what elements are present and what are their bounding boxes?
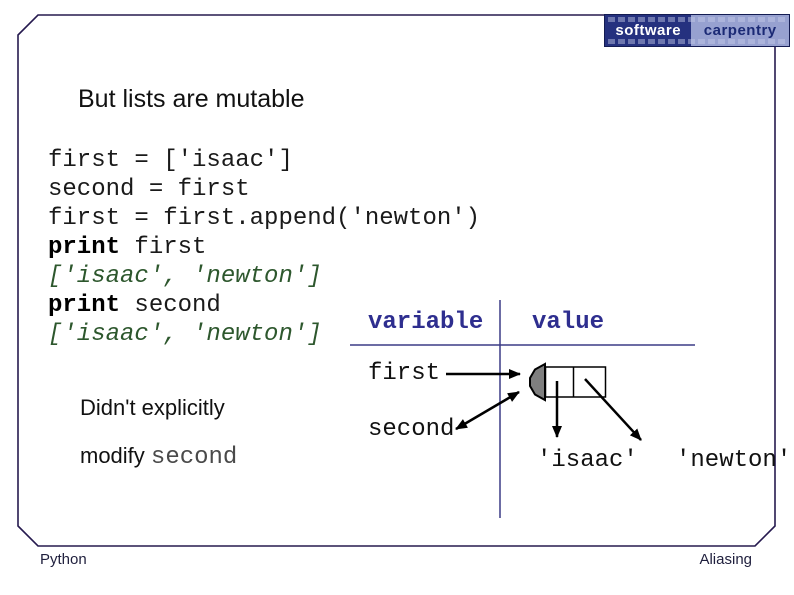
arrow-cell1-to-newton bbox=[584, 378, 642, 441]
code-output-line: ['isaac', 'newton'] bbox=[48, 321, 322, 348]
code-line: print second bbox=[48, 291, 480, 320]
print-argument: second bbox=[120, 292, 221, 319]
arrow-second-to-list bbox=[455, 390, 520, 431]
footer-topic: Python bbox=[40, 551, 87, 568]
note-line-2-code: second bbox=[150, 444, 238, 471]
logo-microtext-bottom bbox=[608, 39, 786, 44]
code-line: second = first bbox=[48, 176, 250, 203]
code-block: first = ['isaac'] second = first first =… bbox=[48, 146, 480, 349]
list-head-pentagon bbox=[529, 362, 546, 402]
footer-section: Aliasing bbox=[699, 551, 752, 568]
print-argument: first bbox=[120, 234, 207, 261]
table-header-value: value bbox=[532, 309, 605, 336]
note-line-2-text: modify bbox=[80, 443, 151, 468]
variable-label-second: second bbox=[368, 416, 455, 443]
logo-microtext-top bbox=[608, 17, 786, 22]
value-label-newton: 'newton' bbox=[676, 447, 792, 474]
logo-word-software: software bbox=[615, 22, 682, 39]
code-line: first = ['isaac'] bbox=[48, 147, 293, 174]
print-keyword: print bbox=[48, 234, 121, 261]
code-line: print first bbox=[48, 233, 480, 262]
logo-left-panel: software bbox=[605, 15, 692, 46]
logo-right-panel: carpentry bbox=[691, 15, 789, 46]
note-line-1: Didn't explicitly bbox=[80, 395, 225, 420]
value-label-isaac: 'isaac' bbox=[537, 447, 638, 474]
note-line-2: modify second bbox=[80, 443, 237, 471]
variable-label-first: first bbox=[368, 360, 441, 387]
print-keyword: print bbox=[48, 292, 121, 319]
table-header-variable: variable bbox=[368, 309, 484, 336]
code-line: first = first.append('newton') bbox=[48, 205, 481, 232]
page-title: But lists are mutable bbox=[78, 85, 305, 113]
software-carpentry-logo: software carpentry bbox=[604, 14, 790, 47]
logo-word-carpentry: carpentry bbox=[703, 22, 777, 39]
code-output-line: ['isaac', 'newton'] bbox=[48, 263, 322, 290]
